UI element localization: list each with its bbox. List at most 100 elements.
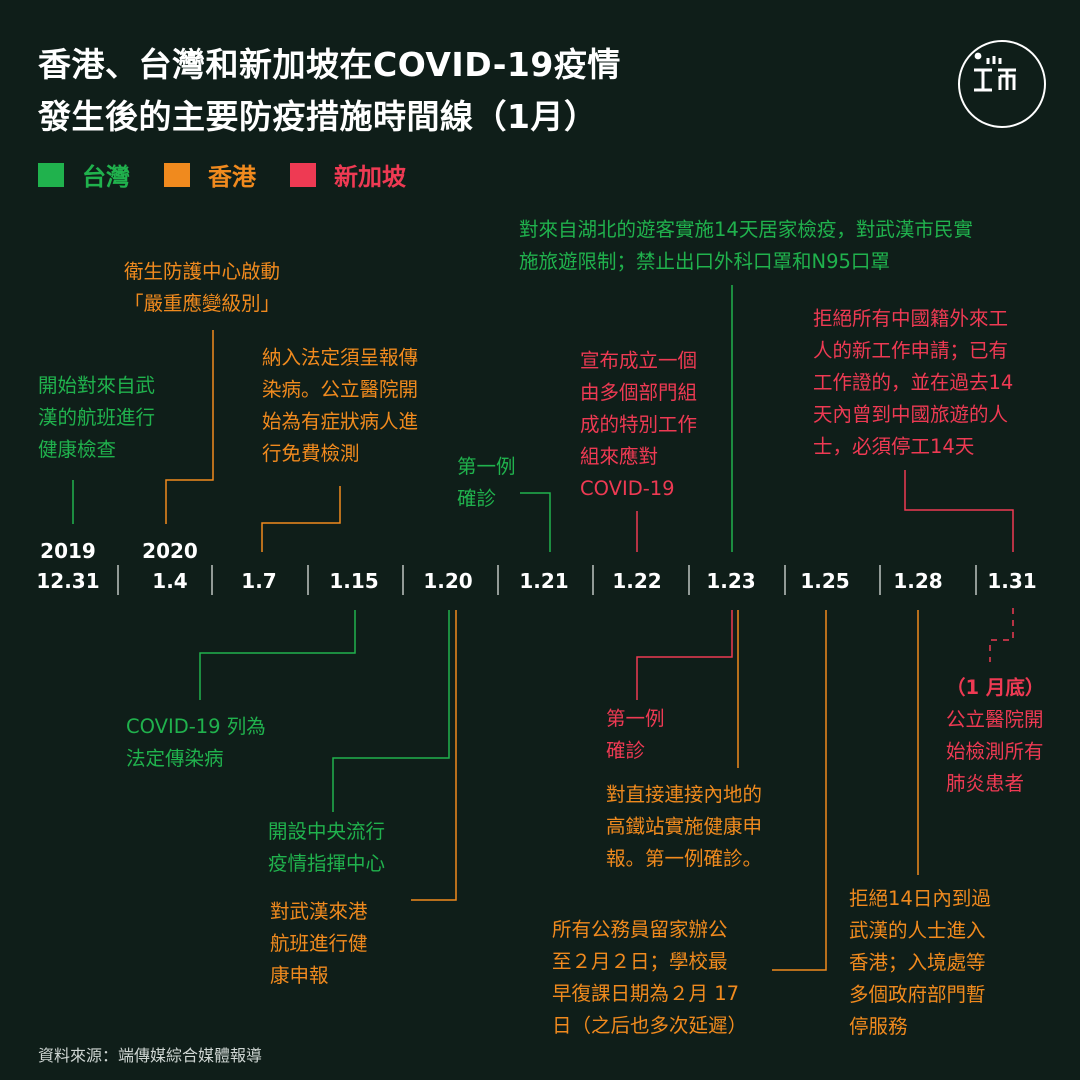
timeline-separators bbox=[117, 565, 977, 595]
event-line: 對武漢來港 bbox=[270, 900, 368, 923]
event-line: 漢的航班進行 bbox=[38, 406, 156, 429]
event-line: 始檢測所有 bbox=[946, 740, 1044, 763]
event-line: 所有公務員留家辦公 bbox=[552, 918, 728, 941]
tick-line1: 2020 bbox=[142, 539, 198, 563]
chart-title-line1: 香港、台灣和新加坡在COVID-19疫情 bbox=[38, 45, 621, 84]
event-line: 多個政府部門暫 bbox=[849, 983, 986, 1006]
connector-tw-0121 bbox=[520, 492, 551, 552]
tick-01-22: 1.22 bbox=[612, 569, 662, 593]
event-date-note: （1 月底） bbox=[946, 676, 1045, 699]
event-line: 日（之后也多次延遲） bbox=[552, 1014, 748, 1037]
connector-hk-0125 bbox=[772, 610, 827, 971]
event-line: 航班進行健 bbox=[270, 932, 368, 955]
event-line: 香港；入境處等 bbox=[849, 951, 986, 974]
event-line: 拒絕所有中國籍外來工 bbox=[813, 307, 1009, 330]
tick-line1: 2019 bbox=[40, 539, 96, 563]
event-line: 由多個部門組 bbox=[580, 381, 698, 404]
event-line: 「嚴重應變級別」 bbox=[124, 292, 281, 315]
event-line: 衛生防護中心啟動 bbox=[124, 260, 281, 283]
initium-logo-icon bbox=[958, 40, 1046, 128]
event-line: 早復課日期為２月 17 bbox=[552, 982, 740, 1005]
event-line: 施旅遊限制；禁止出口外科口罩和N95口罩 bbox=[519, 250, 890, 273]
event-hk-covid-listed: COVID-19 列為 法定傳染病 bbox=[126, 711, 266, 775]
event-line: 報。第一例確診。 bbox=[606, 847, 763, 870]
event-line: 武漢的人士進入 bbox=[849, 919, 986, 942]
event-line: 人的新工作申請；已有 bbox=[813, 339, 1009, 362]
tick-01-15: 1.15 bbox=[329, 569, 379, 593]
connector-hk-0107 bbox=[261, 486, 341, 552]
event-line: 天內曾到中國旅遊的人 bbox=[813, 403, 1009, 426]
legend-swatch-hongkong bbox=[164, 162, 190, 187]
legend-label-singapore: 新加坡 bbox=[334, 163, 406, 191]
tick-01-31: 1.31 bbox=[987, 569, 1037, 593]
event-line: 對來自湖北的遊客實施14天居家檢疫，對武漢市民實 bbox=[519, 218, 973, 241]
event-sg-pneumonia-testing: （1 月底） 公立醫院開 始檢測所有 肺炎患者 bbox=[946, 672, 1044, 800]
event-line: 至２月２日；學校最 bbox=[552, 950, 728, 973]
event-hk-civil-servants-wfh: 所有公務員留家辦公 至２月２日；學校最 早復課日期為２月 17 日（之后也多次延… bbox=[552, 914, 747, 1042]
connector-hk-0115 bbox=[199, 610, 356, 700]
event-line: 成的特別工作 bbox=[580, 413, 698, 436]
tick-2020-01-04: 2020 1.4 bbox=[130, 536, 210, 596]
tick-01-25: 1.25 bbox=[800, 569, 850, 593]
event-line: 對直接連接內地的 bbox=[606, 783, 763, 806]
connector-sg-0123 bbox=[636, 610, 733, 700]
event-line: 組來應對 bbox=[580, 445, 659, 468]
event-line: 第一例 bbox=[457, 455, 516, 478]
event-line: 行免費檢測 bbox=[262, 442, 360, 465]
legend-label-hongkong: 香港 bbox=[208, 163, 256, 191]
event-line: 確診 bbox=[606, 739, 646, 762]
event-hk-serious-response-level: 衛生防護中心啟動 「嚴重應變級別」 bbox=[124, 256, 280, 320]
event-hk-wuhan-flight-declaration: 對武漢來港 航班進行健 康申報 bbox=[270, 896, 368, 992]
legend-label-taiwan: 台灣 bbox=[82, 163, 130, 191]
tick-line2: 12.31 bbox=[36, 569, 100, 593]
legend-swatch-taiwan bbox=[38, 162, 64, 187]
event-line: COVID-19 列為 bbox=[126, 715, 266, 738]
event-line: 開設中央流行 bbox=[268, 820, 386, 843]
event-line: 肺炎患者 bbox=[946, 772, 1025, 795]
tick-01-20: 1.20 bbox=[423, 569, 473, 593]
connector-sg-0131-dashed bbox=[989, 608, 1014, 662]
event-tw-flight-health-check: 開始對來自武 漢的航班進行 健康檢查 bbox=[38, 370, 155, 466]
event-line: 拒絕14日內到過 bbox=[849, 887, 991, 910]
event-sg-first-case: 第一例 確診 bbox=[606, 703, 665, 767]
legend-item-hongkong: 香港 bbox=[164, 157, 256, 192]
tick-01-23: 1.23 bbox=[706, 569, 756, 593]
event-hk-high-speed-rail: 對直接連接內地的 高鐵站實施健康申 報。第一例確診。 bbox=[606, 779, 762, 875]
legend-item-singapore: 新加坡 bbox=[290, 157, 406, 192]
event-line: 確診 bbox=[457, 487, 497, 510]
event-line: 法定傳染病 bbox=[126, 747, 224, 770]
event-line: 停服務 bbox=[849, 1015, 908, 1038]
source-note: 資料來源：端傳媒綜合媒體報導 bbox=[38, 1046, 263, 1065]
event-line: 公立醫院開 bbox=[946, 708, 1044, 731]
event-tw-command-center: 開設中央流行 疫情指揮中心 bbox=[268, 816, 385, 880]
event-line: 第一例 bbox=[606, 707, 665, 730]
legend-swatch-singapore bbox=[290, 162, 316, 187]
event-connectors bbox=[72, 285, 1014, 971]
tick-2019-12-31: 2019 12.31 bbox=[28, 536, 108, 596]
event-line: 工作證的，並在過去14 bbox=[813, 371, 1014, 394]
connector-tw-0120 bbox=[332, 610, 450, 812]
event-hk-notifiable-disease: 納入法定須呈報傳 染病。公立醫院開 始為有症狀病人進 行免費檢測 bbox=[262, 342, 418, 470]
event-sg-work-pass-rejection: 拒絕所有中國籍外來工 人的新工作申請；已有 工作證的，並在過去14 天內曾到中國… bbox=[813, 303, 1013, 463]
event-tw-hubei-quarantine: 對來自湖北的遊客實施14天居家檢疫，對武漢市民實 施旅遊限制；禁止出口外科口罩和… bbox=[519, 214, 973, 278]
event-line: 納入法定須呈報傳 bbox=[262, 346, 419, 369]
event-sg-task-force: 宣布成立一個 由多個部門組 成的特別工作 組來應對 COVID-19 bbox=[580, 345, 697, 505]
event-line: 士，必須停工14天 bbox=[813, 435, 975, 458]
event-line: 宣布成立一個 bbox=[580, 349, 698, 372]
connector-hk-0120 bbox=[411, 610, 457, 901]
event-tw-first-case: 第一例 確診 bbox=[457, 451, 516, 515]
event-line: 始為有症狀病人進 bbox=[262, 410, 419, 433]
tick-line2: 1.4 bbox=[152, 569, 188, 593]
event-line: 健康檢查 bbox=[38, 438, 117, 461]
legend: 台灣 香港 新加坡 bbox=[38, 157, 440, 192]
event-line: 康申報 bbox=[270, 964, 329, 987]
event-line: COVID-19 bbox=[580, 477, 675, 500]
connector-sg-0131 bbox=[904, 470, 1014, 552]
event-line: 疫情指揮中心 bbox=[268, 852, 386, 875]
event-line: 開始對來自武 bbox=[38, 374, 156, 397]
event-hk-entry-ban: 拒絕14日內到過 武漢的人士進入 香港；入境處等 多個政府部門暫 停服務 bbox=[849, 883, 991, 1043]
tick-01-21: 1.21 bbox=[519, 569, 569, 593]
chart-title-line2: 發生後的主要防疫措施時間線（1月） bbox=[38, 97, 598, 136]
connector-hk-0104 bbox=[165, 330, 214, 524]
tick-01-28: 1.28 bbox=[893, 569, 943, 593]
